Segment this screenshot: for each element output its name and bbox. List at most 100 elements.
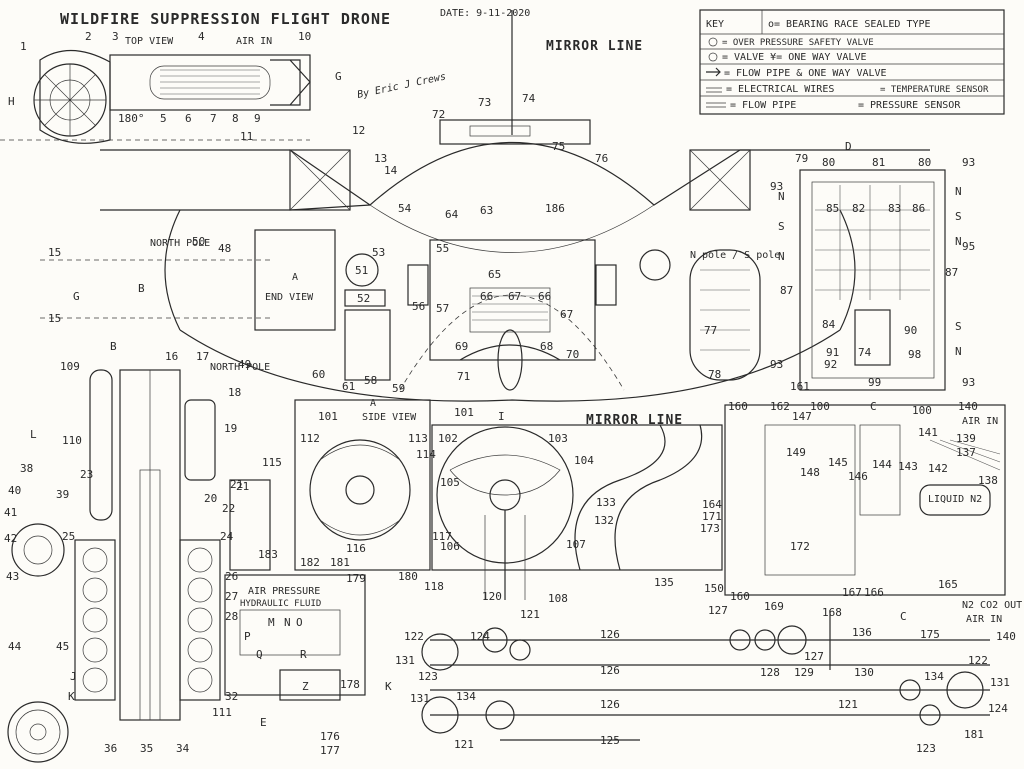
svg-text:45: 45 <box>56 640 69 653</box>
svg-text:78: 78 <box>708 368 721 381</box>
key-item-flow-valve: = FLOW PIPE & ONE WAY VALVE <box>724 68 887 79</box>
svg-text:160: 160 <box>728 400 748 413</box>
key-header: KEY <box>706 19 724 30</box>
svg-text:5: 5 <box>160 112 167 125</box>
svg-text:144: 144 <box>872 458 892 471</box>
svg-text:64: 64 <box>445 208 459 221</box>
svg-text:137: 137 <box>956 446 976 459</box>
svg-text:106: 106 <box>440 540 460 553</box>
svg-text:171: 171 <box>702 510 722 523</box>
center-wheel: MIRROR LINE I 101 102 103 104 105 106 10… <box>431 406 723 605</box>
svg-text:146: 146 <box>848 470 868 483</box>
svg-text:63: 63 <box>480 204 493 217</box>
svg-text:133: 133 <box>596 496 616 509</box>
svg-text:8: 8 <box>232 112 239 125</box>
svg-text:49: 49 <box>238 358 251 371</box>
svg-text:1: 1 <box>20 40 27 53</box>
co2-out-label: N2 CO2 OUT <box>962 600 1022 611</box>
svg-text:165: 165 <box>938 578 958 591</box>
svg-text:3: 3 <box>112 30 119 43</box>
svg-text:67: 67 <box>560 308 573 321</box>
svg-text:122: 122 <box>404 630 424 643</box>
svg-text:145: 145 <box>828 456 848 469</box>
svg-text:40: 40 <box>8 484 21 497</box>
svg-text:134: 134 <box>924 670 944 683</box>
svg-text:175: 175 <box>920 628 940 641</box>
air-in-right-label: AIR IN <box>962 416 998 427</box>
mirror-line-top: MIRROR LINE <box>546 39 643 54</box>
svg-text:85: 85 <box>826 202 839 215</box>
valve-icon <box>708 52 718 62</box>
svg-text:4: 4 <box>198 30 205 43</box>
svg-text:125: 125 <box>600 734 620 747</box>
svg-text:127: 127 <box>708 604 728 617</box>
svg-text:126: 126 <box>600 698 620 711</box>
svg-text:38: 38 <box>20 462 33 475</box>
svg-text:176: 176 <box>320 730 340 743</box>
left-drive-column: B 109 16 17 18 19 110 38 40 39 41 42 43 … <box>4 340 243 755</box>
svg-text:11: 11 <box>240 130 253 143</box>
svg-text:139: 139 <box>956 432 976 445</box>
key-item-temp: = TEMPERATURE SENSOR <box>880 85 989 95</box>
magnet-frame: D 79 80 81 80 93 93 93 93 85 82 83 86 84… <box>770 140 975 391</box>
svg-text:122: 122 <box>968 654 988 667</box>
top-view-assembly: TOP VIEW AIR IN 1 2 3 4 10 5 6 7 8 9 180… <box>0 30 342 144</box>
svg-text:180°: 180° <box>118 112 145 125</box>
svg-text:93: 93 <box>770 180 783 193</box>
north-pole-label-1: NORTH POLE <box>150 238 210 249</box>
svg-text:126: 126 <box>600 628 620 641</box>
svg-text:149: 149 <box>786 446 806 459</box>
legend-key: KEY o= BEARING RACE SEALED TYPE = OVER P… <box>699 9 1005 115</box>
svg-text:103: 103 <box>548 432 568 445</box>
svg-text:121: 121 <box>520 608 540 621</box>
svg-text:73: 73 <box>478 96 491 109</box>
svg-text:121: 121 <box>454 738 474 751</box>
key-item-pressure: = PRESSURE SENSOR <box>858 100 961 111</box>
air-pressure-label: AIR PRESSURE <box>248 586 320 597</box>
svg-text:24: 24 <box>220 530 234 543</box>
svg-text:7: 7 <box>210 112 217 125</box>
svg-text:18: 18 <box>228 386 241 399</box>
svg-text:128: 128 <box>760 666 780 679</box>
svg-text:101: 101 <box>454 406 474 419</box>
svg-text:138: 138 <box>978 474 998 487</box>
wires-icon <box>706 87 722 93</box>
svg-text:129: 129 <box>794 666 814 679</box>
svg-text:N: N <box>778 250 785 263</box>
hydraulic-label: HYDRAULIC FLUID <box>240 599 321 609</box>
svg-text:36: 36 <box>104 742 117 755</box>
svg-text:104: 104 <box>574 454 594 467</box>
svg-text:K: K <box>68 690 75 703</box>
svg-text:147: 147 <box>792 410 812 423</box>
svg-text:N: N <box>778 190 785 203</box>
svg-text:Z: Z <box>302 680 309 693</box>
diagram-title: WILDFIRE SUPPRESSION FLIGHT DRONE <box>60 10 391 28</box>
svg-text:52: 52 <box>357 292 370 305</box>
svg-text:75: 75 <box>552 140 565 153</box>
svg-text:B: B <box>110 340 117 353</box>
svg-text:123: 123 <box>916 742 936 755</box>
svg-text:113: 113 <box>408 432 428 445</box>
svg-text:91: 91 <box>826 346 839 359</box>
svg-text:66: 66 <box>538 290 551 303</box>
svg-text:92: 92 <box>824 358 837 371</box>
svg-text:N: N <box>955 235 962 248</box>
svg-text:100: 100 <box>912 404 932 417</box>
side-view-letter: A <box>370 398 376 409</box>
svg-text:99: 99 <box>868 376 881 389</box>
svg-text:132: 132 <box>594 514 614 527</box>
svg-text:84: 84 <box>822 318 836 331</box>
svg-text:54: 54 <box>398 202 412 215</box>
svg-text:60: 60 <box>312 368 325 381</box>
end-view-label: END VIEW <box>265 292 314 303</box>
svg-text:126: 126 <box>600 664 620 677</box>
svg-text:114: 114 <box>416 448 436 461</box>
pole-label: N pole / S pole <box>690 250 780 261</box>
svg-text:108: 108 <box>548 592 568 605</box>
svg-text:141: 141 <box>918 426 938 439</box>
belt-drive: 126 126 126 125 118 120 121 122 124 131 … <box>385 580 1016 755</box>
svg-text:48: 48 <box>218 242 231 255</box>
svg-text:2: 2 <box>85 30 92 43</box>
svg-text:I: I <box>498 410 505 423</box>
svg-text:21: 21 <box>236 480 249 493</box>
